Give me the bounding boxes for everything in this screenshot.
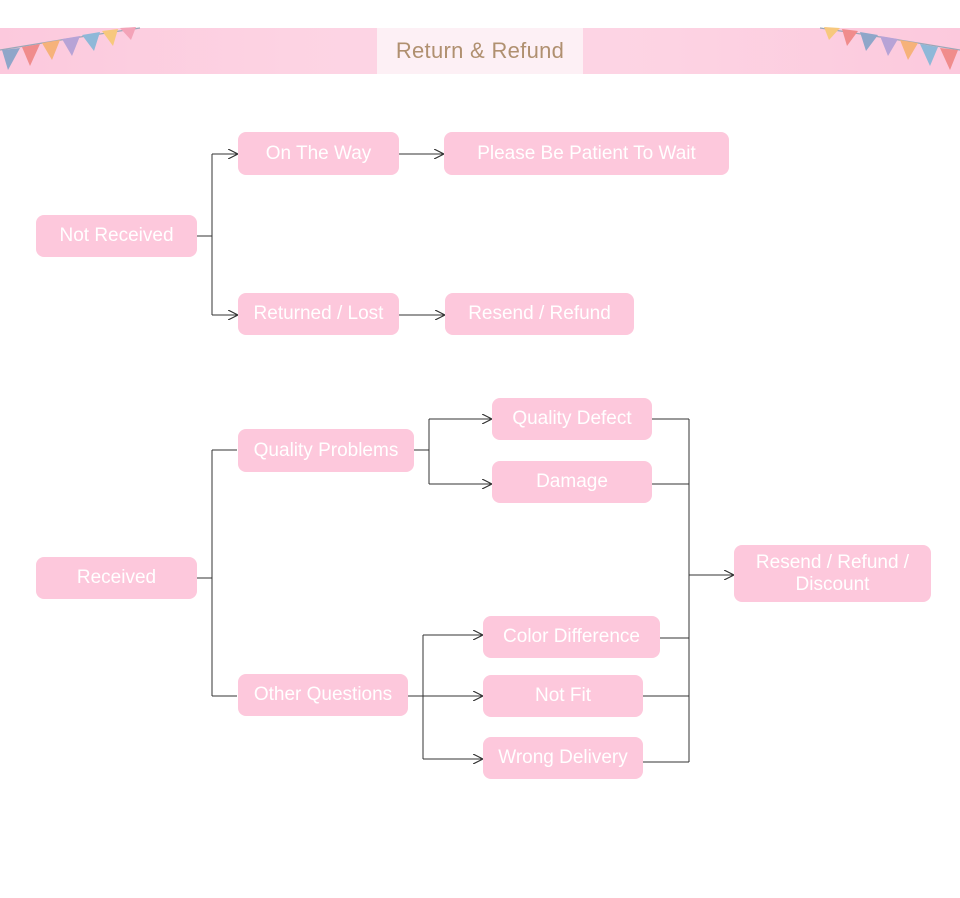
bunting-right-decoration <box>819 27 960 70</box>
node-wrong-delivery: Wrong Delivery <box>483 737 643 779</box>
node-not-fit: Not Fit <box>483 675 643 717</box>
node-not-received: Not Received <box>36 215 197 257</box>
node-resend-refund: Resend / Refund <box>445 293 634 335</box>
connector-not-received-trunk <box>197 154 213 315</box>
node-color-difference: Color Difference <box>483 616 660 658</box>
page-title: Return & Refund <box>395 38 565 63</box>
node-received: Received <box>36 557 197 599</box>
connector-other-trunk <box>408 635 424 759</box>
node-outcome-resend-refund-discount: Resend / Refund / Discount <box>734 545 931 602</box>
node-please-be-patient: Please Be Patient To Wait <box>444 132 729 175</box>
connector-received-trunk <box>197 450 213 696</box>
title-box: Return & Refund <box>377 28 583 74</box>
node-other-questions: Other Questions <box>238 674 408 716</box>
connector-quality-trunk <box>414 419 430 484</box>
node-quality-problems: Quality Problems <box>238 429 414 472</box>
node-damage: Damage <box>492 461 652 503</box>
node-returned-lost: Returned / Lost <box>238 293 399 335</box>
bunting-left-decoration <box>0 27 141 70</box>
node-quality-defect: Quality Defect <box>492 398 652 440</box>
node-on-the-way: On The Way <box>238 132 399 175</box>
connector-merge-lines <box>643 418 690 763</box>
